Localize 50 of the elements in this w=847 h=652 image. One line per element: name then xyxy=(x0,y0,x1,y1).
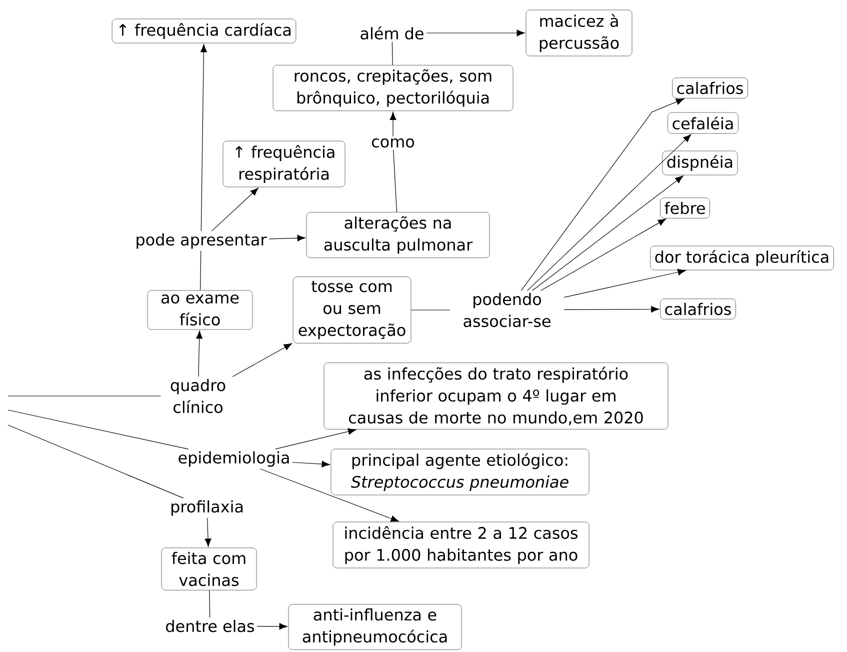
concept-box: ↑ frequência cardíaca xyxy=(112,18,296,44)
linking-phrase: quadro clínico xyxy=(170,378,226,414)
arrow xyxy=(204,518,212,547)
linking-phrase: como xyxy=(372,138,414,148)
concept-box: calafrios xyxy=(672,78,748,98)
concept-box: anti-influenza e antipneumocócica xyxy=(288,604,462,650)
concept-box: roncos, crepitações, som brônquico, pectorilóquia xyxy=(272,64,514,111)
arrow xyxy=(200,44,207,232)
concept-box: ao exame físico xyxy=(147,290,253,330)
linking-phrase: podendo associar-se xyxy=(464,292,550,328)
arrow xyxy=(426,30,525,36)
arrow xyxy=(211,188,258,232)
arrow xyxy=(232,343,292,377)
arrow xyxy=(260,468,399,522)
arrow xyxy=(526,134,692,291)
arrow xyxy=(520,98,684,291)
concept-box: cefaléia xyxy=(668,112,738,134)
connector-line xyxy=(8,410,189,450)
linking-phrase: pode apresentar xyxy=(136,233,267,249)
linking-phrase: profilaxia xyxy=(172,500,243,516)
arrow xyxy=(292,460,330,468)
arrow xyxy=(274,428,356,450)
linking-phrase: além de xyxy=(360,26,424,40)
concept-box: dispnéia xyxy=(662,150,738,176)
concept-box: incidência entre 2 a 12 casos por 1.000 habitantes por ano xyxy=(332,522,590,568)
linking-phrase: epidemiologia xyxy=(178,451,289,467)
arrow xyxy=(268,234,306,242)
concept-box: as infecções do trato respiratório inferior ocupam o 4º lugar em causas de morte no mundo,em 2020 xyxy=(324,362,668,430)
concept-box: dor torácica pleurítica xyxy=(650,246,834,270)
concept-box: feita com vacinas xyxy=(161,548,257,590)
arrow xyxy=(540,218,666,291)
concept-box: macicez à percussão xyxy=(526,10,632,56)
concept-box: alterações na ausculta pulmonar xyxy=(306,212,490,258)
arrow xyxy=(532,176,684,291)
connector-line xyxy=(392,41,393,66)
arrow xyxy=(196,330,203,377)
concept-box: tosse com ou sem expectoração xyxy=(292,276,412,344)
connector-line xyxy=(8,424,184,498)
concept-box: ↑ frequência respiratória xyxy=(222,140,346,188)
connector-line xyxy=(209,590,210,618)
arrow xyxy=(564,306,660,312)
arrow xyxy=(256,623,288,630)
concept-box: calafrios xyxy=(660,298,736,320)
concept-box: febre xyxy=(660,198,710,218)
connector-line xyxy=(200,250,202,291)
connector-line xyxy=(393,149,398,212)
arrow xyxy=(564,268,686,298)
arrow xyxy=(390,112,396,137)
linking-phrase: dentre elas xyxy=(166,620,254,632)
concept-box: principal agente etiológico: Streptococcus pneumoniae xyxy=(330,448,590,496)
